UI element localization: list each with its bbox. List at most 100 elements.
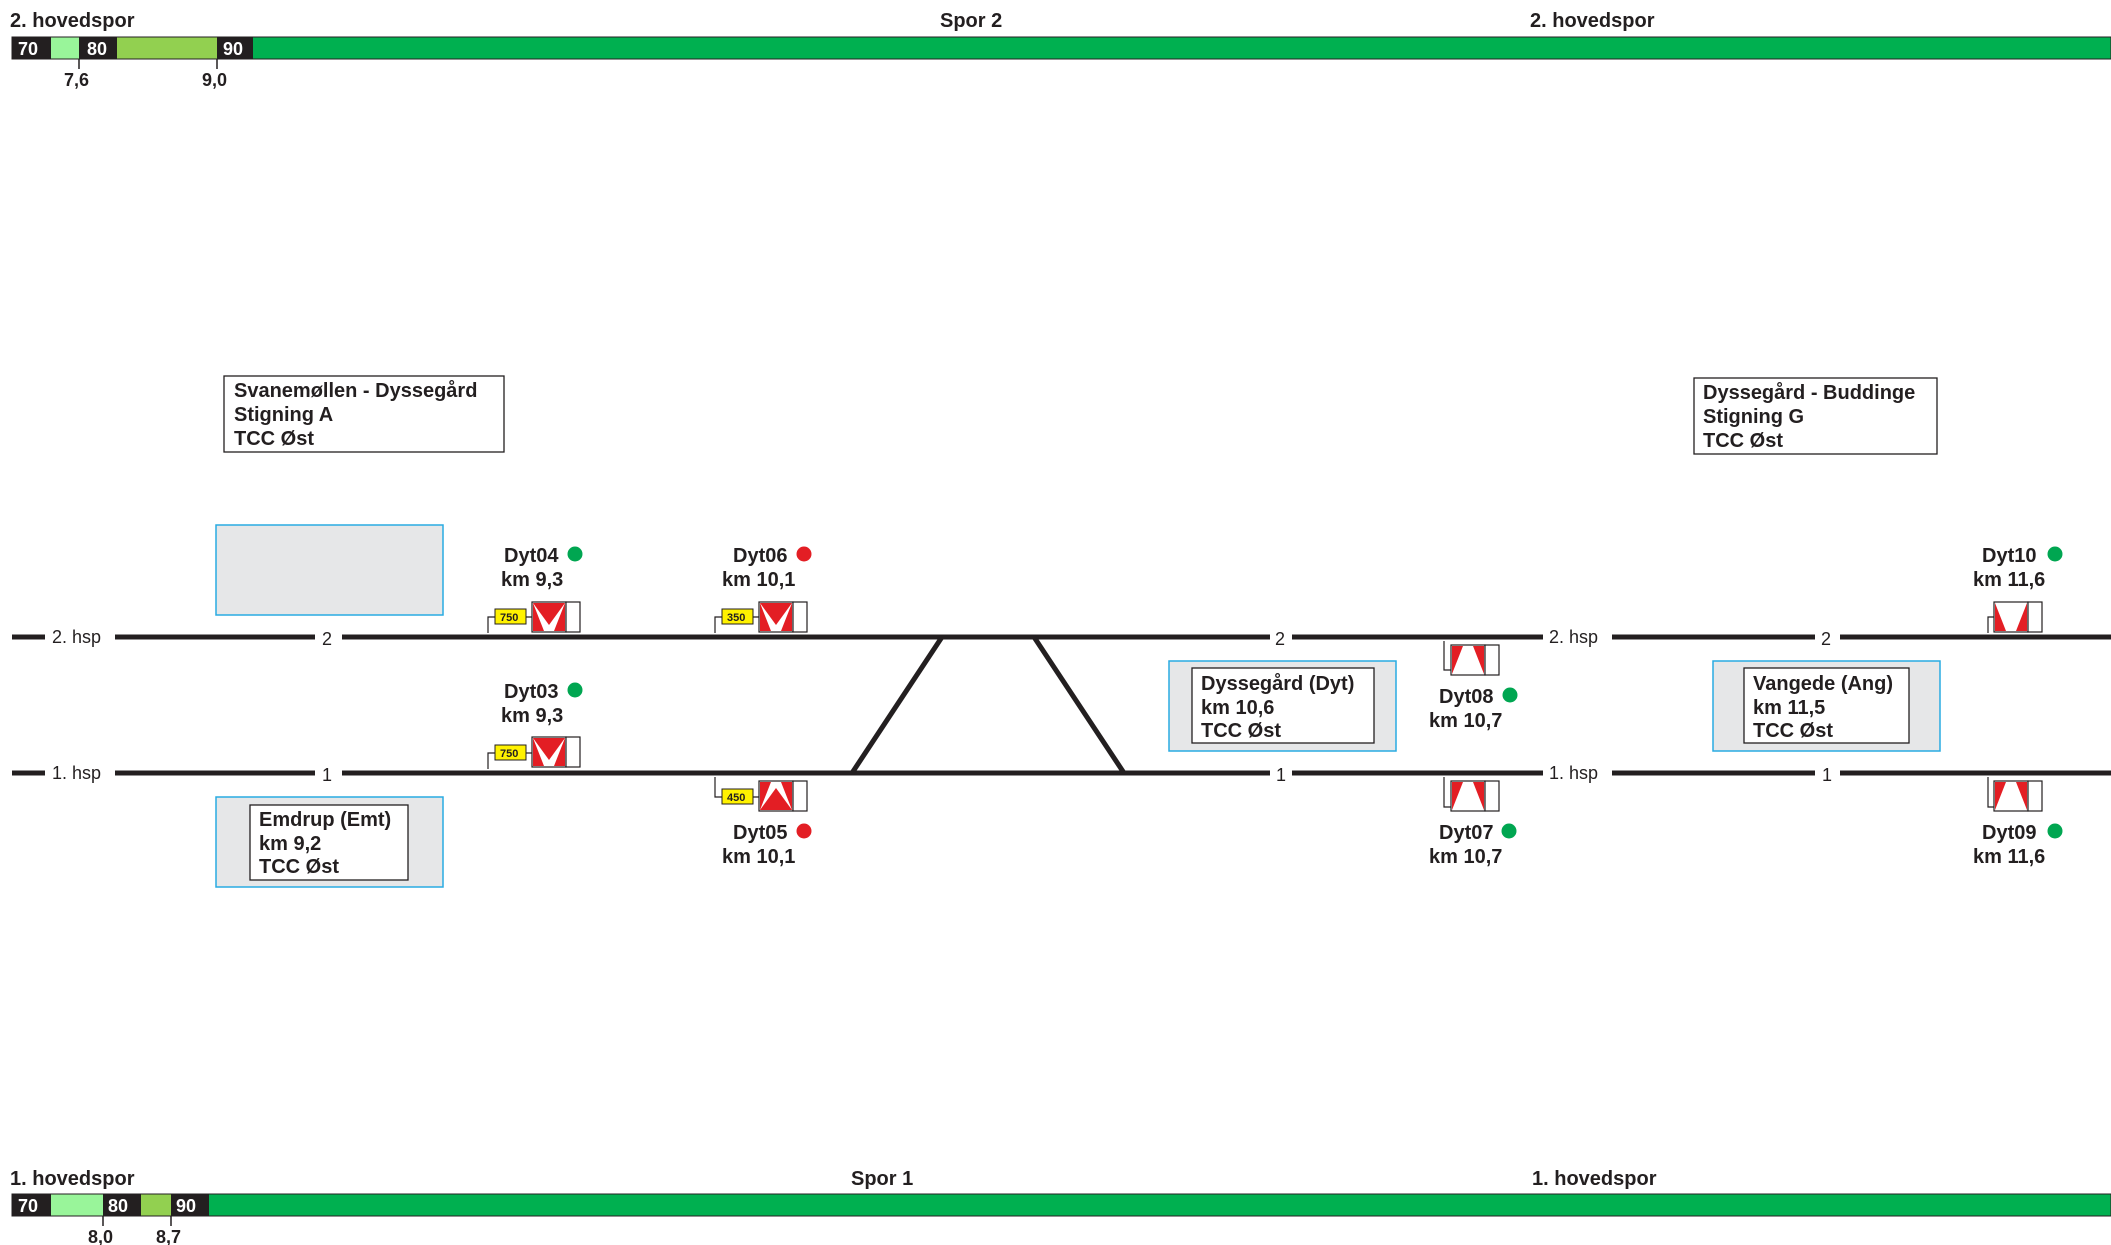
signal-dyt08[interactable]: Dyt08 km 10,7 xyxy=(1429,641,1518,732)
station-km: km 10,6 xyxy=(1201,697,1274,719)
distance-tag-label: 750 xyxy=(500,612,518,624)
signal-id: Dyt07 xyxy=(1439,822,1493,844)
signal-head-icon xyxy=(758,601,808,633)
distance-tag-label: 750 xyxy=(500,748,518,760)
signal-km: km 11,6 xyxy=(1973,846,2045,868)
speed-segment-90-label-bg xyxy=(217,37,253,59)
speed-segment-80-mid xyxy=(141,1194,171,1216)
signal-km: km 10,1 xyxy=(722,846,795,868)
speed-segment-80-light xyxy=(51,1194,103,1216)
track-upper-number: 2 xyxy=(1275,629,1285,649)
signal-dyt09[interactable]: Dyt09 km 11,6 xyxy=(1973,777,2063,868)
speed-segment-80-light xyxy=(51,37,79,59)
info-box-line2: Stigning A xyxy=(234,404,333,426)
signal-status-green-icon xyxy=(1502,687,1518,703)
signal-dyt10[interactable]: Dyt10 km 11,6 xyxy=(1973,545,2063,633)
signal-head-icon xyxy=(531,736,581,768)
station-name: Dyssegård (Dyt) xyxy=(1201,672,1354,695)
speed-segment-70 xyxy=(12,1194,51,1216)
signal-status-green-icon xyxy=(567,682,583,698)
track-upper-number: 2 xyxy=(322,629,332,649)
info-box-line3: TCC Øst xyxy=(234,428,314,450)
signal-status-red-icon xyxy=(796,823,812,839)
signal-id: Dyt09 xyxy=(1982,822,2036,844)
speed-segment-90 xyxy=(253,37,2111,59)
speed-segment-70 xyxy=(12,37,51,59)
distance-tag-label: 350 xyxy=(727,612,745,624)
track-lower-hsp-label: 1. hsp xyxy=(1549,763,1598,783)
distance-tag-label: 450 xyxy=(727,792,745,804)
signal-head-icon xyxy=(531,601,581,633)
station-vangede: Vangede (Ang) km 11,5 TCC Øst xyxy=(1712,660,1941,752)
station-name: Vangede (Ang) xyxy=(1753,673,1893,695)
station-name: Emdrup (Emt) xyxy=(259,809,391,831)
speed-label-90: 90 xyxy=(176,1196,196,1216)
crossover-right xyxy=(1031,635,1127,775)
speed-segment-80-mid xyxy=(117,37,217,59)
info-box-line1: Svanemøllen - Dyssegård xyxy=(234,379,477,402)
info-box-section-g: Dyssegård - Buddinge Stigning G TCC Øst xyxy=(1693,377,1938,455)
speed-label-80: 80 xyxy=(108,1196,128,1216)
signal-head-icon xyxy=(1993,780,2043,812)
speed-label-70: 70 xyxy=(18,39,38,59)
info-box-section-a: Svanemøllen - Dyssegård Stigning A TCC Ø… xyxy=(223,375,505,453)
signal-status-green-icon xyxy=(1501,823,1517,839)
info-box-line2: Stigning G xyxy=(1703,406,1804,428)
signal-head-icon xyxy=(1450,780,1500,812)
speed-segment-90 xyxy=(209,1194,2111,1216)
signal-dyt06[interactable]: Dyt06 km 10,1 350 xyxy=(714,545,812,633)
speed-bar-bottom-track-label: 1. hovedspor xyxy=(10,1168,135,1190)
signal-dyt07[interactable]: Dyt07 km 10,7 xyxy=(1429,777,1517,868)
km-marker-top-b: 9,0 xyxy=(202,70,227,90)
distance-tag xyxy=(721,788,754,805)
signal-id: Dyt05 xyxy=(733,822,787,844)
speed-bar-bottom-frame xyxy=(11,1193,2111,1217)
station-dyssegaard: Dyssegård (Dyt) km 10,6 TCC Øst xyxy=(1168,660,1397,752)
signal-head-icon xyxy=(758,780,808,812)
speed-bar-top: 2. hovedspor Spor 2 2. hovedspor 70 80 9… xyxy=(10,10,2111,90)
km-marker-top-a: 7,6 xyxy=(64,70,89,90)
station-km: km 9,2 xyxy=(259,833,321,855)
speed-bar-top-center-label: Spor 2 xyxy=(940,10,1002,32)
speed-label-90: 90 xyxy=(223,39,243,59)
speed-bar-bottom-right-label: 1. hovedspor xyxy=(1532,1168,1657,1190)
speed-segment-80-label-bg xyxy=(79,37,117,59)
station-km: km 11,5 xyxy=(1753,697,1825,719)
distance-tag xyxy=(721,608,754,625)
track-upper-number: 2 xyxy=(1821,629,1831,649)
track-upper: 2. hsp 2 2 2. hsp 2 xyxy=(12,627,2111,649)
info-box-line3: TCC Øst xyxy=(1703,430,1783,452)
distance-tag xyxy=(494,744,527,761)
signal-id: Dyt08 xyxy=(1439,686,1493,708)
signal-km: km 9,3 xyxy=(501,569,563,591)
signal-id: Dyt04 xyxy=(504,545,559,567)
speed-segment-80-label-bg xyxy=(103,1194,141,1216)
signal-km: km 10,7 xyxy=(1429,846,1502,868)
signal-id: Dyt06 xyxy=(733,545,787,567)
km-marker-bottom-b: 8,7 xyxy=(156,1227,181,1245)
signal-km: km 11,6 xyxy=(1973,569,2045,591)
speed-bar-bottom-center-label: Spor 1 xyxy=(851,1168,913,1190)
speed-bar-bottom: 1. hovedspor Spor 1 1. hovedspor 70 80 9… xyxy=(10,1168,2111,1245)
signal-km: km 10,7 xyxy=(1429,710,1502,732)
station-tcc: TCC Øst xyxy=(259,856,339,878)
track-lower-number: 1 xyxy=(322,765,332,785)
track-upper-hsp-label: 2. hsp xyxy=(52,627,101,647)
signal-id: Dyt03 xyxy=(504,681,558,703)
signal-dyt04[interactable]: Dyt04 km 9,3 750 xyxy=(487,545,583,633)
track-lower: 1. hsp 1 1 1. hsp 1 xyxy=(12,763,2111,785)
signal-status-green-icon xyxy=(567,546,583,562)
station-tcc: TCC Øst xyxy=(1201,720,1281,742)
signal-dyt05[interactable]: 450 Dyt05 km 10,1 xyxy=(714,777,812,868)
signal-id: Dyt10 xyxy=(1982,545,2036,567)
info-box-line1: Dyssegård - Buddinge xyxy=(1703,381,1915,404)
speed-label-70: 70 xyxy=(18,1196,38,1216)
speed-bar-top-right-label: 2. hovedspor xyxy=(1530,10,1655,32)
platform-box-upper xyxy=(215,524,444,616)
signal-dyt03[interactable]: Dyt03 km 9,3 750 xyxy=(487,681,583,769)
signal-head-icon xyxy=(1450,644,1500,676)
signal-km: km 10,1 xyxy=(722,569,795,591)
km-marker-bottom-a: 8,0 xyxy=(88,1227,113,1245)
signal-status-green-icon xyxy=(2047,823,2063,839)
